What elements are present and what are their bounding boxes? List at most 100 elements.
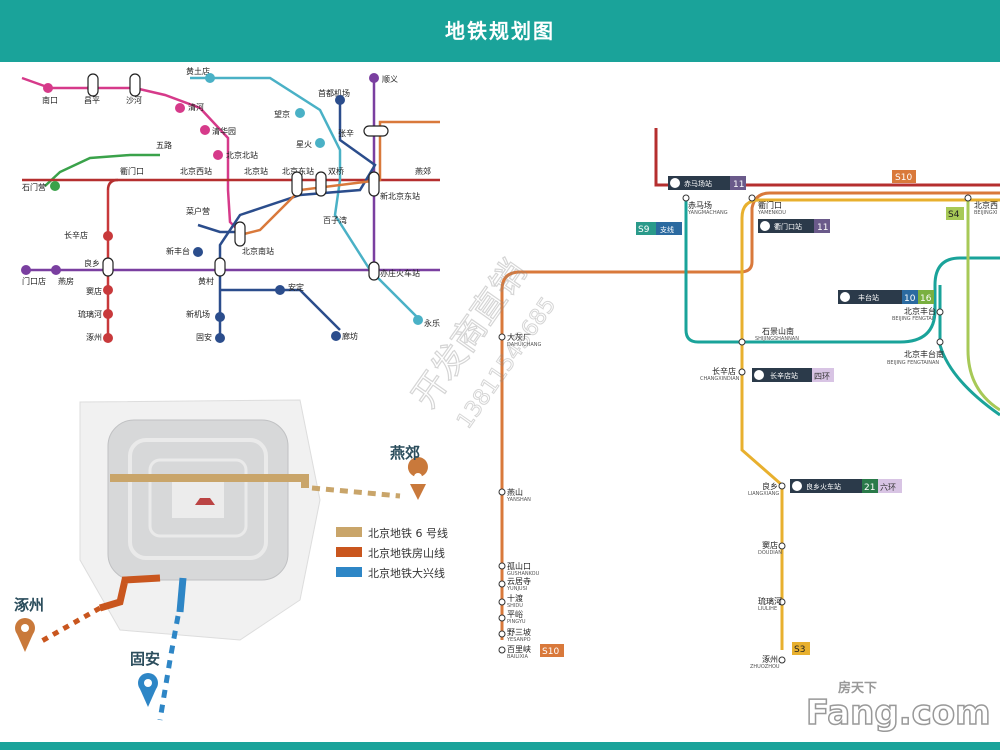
station-label: 新北京东站 xyxy=(380,191,420,201)
footer-bar xyxy=(0,742,1000,750)
tag-number: 10 xyxy=(904,294,916,304)
station-label-en: SHIJINGSHANNAN xyxy=(755,336,799,342)
station-label-en: LIANGXIANG xyxy=(748,491,779,497)
left-line-network xyxy=(21,76,440,340)
station-label: 云居寺 xyxy=(507,577,531,586)
tag-number: 六环 xyxy=(880,482,896,492)
station-label: 涿州 xyxy=(86,333,102,342)
line-tag: S3 xyxy=(794,645,805,655)
header-bar xyxy=(0,0,1000,62)
station-label-en: YESANPO xyxy=(506,637,531,643)
station-label-en: GUSHANKOU xyxy=(507,571,540,577)
station-label: 燕郊 xyxy=(415,166,431,176)
station-label: 清河 xyxy=(188,102,204,112)
station-label: 平峪 xyxy=(507,609,523,619)
station-label: 窦店 xyxy=(86,286,102,296)
right-station-labels: 赤马场 YANGMACHANG 衢门口 YAMENKOU 北京西 BEIJING… xyxy=(506,200,998,670)
station-label: 百子湾 xyxy=(323,215,347,225)
station-label-en: YAMENKOU xyxy=(757,210,786,216)
station-label: 大灰厂 xyxy=(507,332,531,342)
brand-watermark: 房天下 Fang.com xyxy=(805,680,991,734)
station-label: 十渡 xyxy=(507,593,523,603)
station-label: 五路 xyxy=(156,140,172,150)
station-label: 门口店 xyxy=(22,276,46,286)
tag-number: 16 xyxy=(920,294,932,304)
right-station-dots xyxy=(498,194,972,664)
station-label: 窦店 xyxy=(762,540,778,550)
station-label: 星火 xyxy=(296,140,312,149)
line-s1 xyxy=(44,153,160,187)
station-label: 北京南站 xyxy=(242,246,274,256)
station-label-en: DOUDIAN xyxy=(758,550,782,556)
tag-label: 赤马场站 xyxy=(684,179,712,188)
station-label: 北京丰台南 xyxy=(904,349,944,359)
station-label: 北京西站 xyxy=(180,166,212,176)
left-station-labels: 南口 昌平 沙河 黄土店 顺义 清河 清华园 首都机场 望京 五路 北京北站 石… xyxy=(22,66,440,342)
line-tag: S4 xyxy=(948,210,960,220)
inset-line-fangshan xyxy=(98,574,161,612)
station-label: 北京站 xyxy=(244,166,268,176)
station-label: 清华园 xyxy=(212,126,236,136)
line-s4 xyxy=(218,100,377,340)
pin-label-zhuozhou: 涿州 xyxy=(14,596,44,614)
inset-legend: 北京地铁 6 号线 北京地铁房山线 北京地铁大兴线 xyxy=(336,526,448,580)
station-label: 沙河 xyxy=(126,95,142,105)
station-label: 涿州 xyxy=(762,655,778,664)
legend-swatch xyxy=(336,547,362,557)
station-label: 燕山 xyxy=(507,487,523,497)
station-label: 北京西 xyxy=(974,200,998,210)
station-label: 安定 xyxy=(288,282,304,292)
station-label: 双桥 xyxy=(328,166,344,176)
station-label: 百里峡 xyxy=(507,644,531,654)
tag-number: 21 xyxy=(864,483,875,493)
station-label-en: YUNJUSI xyxy=(506,586,527,592)
right-station-tags: 赤马场站 11 衢门口站 11 丰台站 10 16 长辛店站 四环 良乡火车站 … xyxy=(668,176,934,493)
station-label: 石景山南 xyxy=(762,326,794,336)
pin-label-guan: 固安 xyxy=(130,650,160,668)
station-label: 北京北站 xyxy=(226,150,258,160)
station-label: 长辛店 xyxy=(712,366,736,376)
station-label-en: CHANGXINDIAN xyxy=(700,376,740,382)
station-label: 赤马场 xyxy=(688,201,712,210)
location-pin-zhuozhou xyxy=(15,618,35,652)
station-label-en: PINGYU xyxy=(507,619,526,625)
right-line-network xyxy=(500,128,1000,650)
station-label: 新机场 xyxy=(186,309,210,319)
station-label: 野三坡 xyxy=(507,627,531,637)
line-orange xyxy=(239,120,440,237)
right-line-red xyxy=(654,128,1000,187)
line-tag: S9 xyxy=(638,225,650,235)
station-label-en: SHIDU xyxy=(507,603,523,609)
legend-label: 北京地铁房山线 xyxy=(368,546,445,560)
brand-en: Fang.com xyxy=(806,693,991,733)
inset-line-6 xyxy=(110,474,309,488)
tag-label: 长辛店站 xyxy=(770,371,798,380)
station-label: 廊坊 xyxy=(342,331,358,341)
line-s2 xyxy=(21,76,241,233)
station-label: 良乡 xyxy=(762,481,778,491)
legend-swatch xyxy=(336,527,362,537)
station-label: 良乡 xyxy=(84,258,100,268)
station-label-en: BEIJING FENGTAI xyxy=(892,316,933,322)
station-label: 北京丰台 xyxy=(904,306,936,316)
right-line-s10 xyxy=(500,191,1000,640)
inset-map xyxy=(38,399,401,721)
station-label-en: BEIJING FENGTAINAN xyxy=(887,360,939,366)
location-pin-yanjiao xyxy=(407,457,428,500)
station-label: 琉璃河 xyxy=(78,309,102,319)
station-label: 昌平 xyxy=(84,96,100,105)
right-line-s3 xyxy=(740,198,1000,650)
station-label-en: LIULIHE xyxy=(758,606,777,612)
legend-swatch xyxy=(336,567,362,577)
tag-number: 11 xyxy=(817,223,828,233)
station-label: 菜户营 xyxy=(186,206,210,216)
station-label: 燕房 xyxy=(58,276,74,286)
page-title: 地铁规划图 xyxy=(445,19,555,43)
pin-label-yanjiao: 燕郊 xyxy=(390,444,420,462)
station-label-en: ZHUOZHOU xyxy=(750,664,780,670)
station-label: 亦庄火车站 xyxy=(380,268,420,278)
line-s7 xyxy=(190,76,421,321)
left-line-tags xyxy=(21,73,423,343)
brand-cn: 房天下 xyxy=(838,680,877,696)
